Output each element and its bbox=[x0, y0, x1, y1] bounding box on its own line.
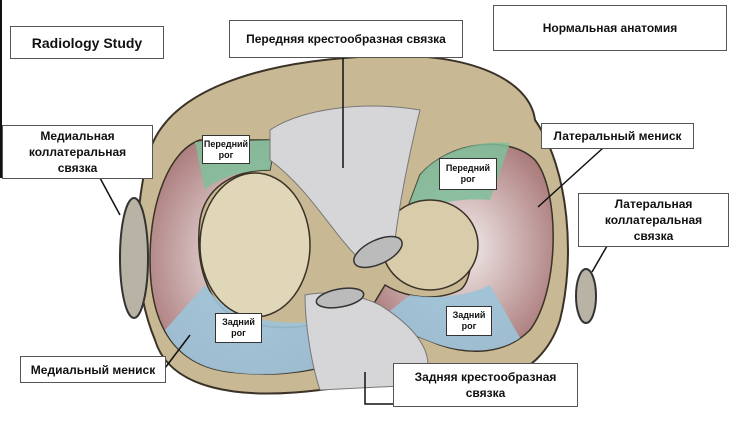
pcl-stump bbox=[315, 287, 365, 309]
medial-meniscus-label: Медиальный мениск bbox=[20, 356, 166, 383]
lcl-stump bbox=[575, 268, 597, 324]
lateral-anterior-horn-label: Передний рог bbox=[439, 158, 497, 190]
medial-condyle-surface bbox=[199, 172, 311, 318]
lateral-meniscus-label: Латеральный мениск bbox=[541, 123, 694, 149]
mcl-stump bbox=[119, 197, 149, 319]
acl-label: Передняя крестообразная связка bbox=[229, 20, 463, 58]
medial-anterior-horn-label: Передний рог bbox=[202, 135, 250, 164]
acl-stump bbox=[353, 235, 403, 269]
page-title: Нормальная анатомия bbox=[493, 5, 727, 51]
study-label: Radiology Study bbox=[10, 26, 164, 59]
mcl-label: Медиальная коллатеральная связка bbox=[2, 125, 153, 179]
acl-fibers bbox=[269, 105, 421, 261]
lcl-label: Латеральная коллатеральная связка bbox=[578, 193, 729, 247]
leader-lines bbox=[99, 57, 608, 405]
medial-posterior-horn-label: Задний рог bbox=[215, 313, 262, 343]
pcl-label: Задняя крестообразная связка bbox=[393, 363, 578, 407]
lateral-posterior-horn-label: Задний рог bbox=[446, 306, 492, 336]
